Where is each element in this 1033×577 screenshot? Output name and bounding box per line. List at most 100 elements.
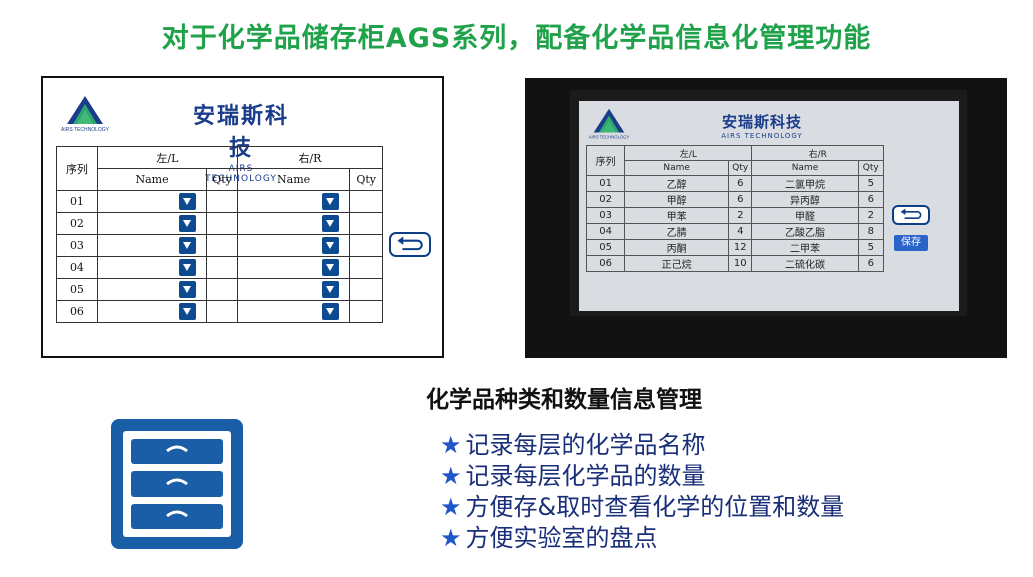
save-button[interactable]: 保存	[894, 235, 928, 251]
right-name-select[interactable]	[236, 256, 351, 279]
left-qty-input[interactable]	[206, 190, 238, 213]
header-right-qty: Qty	[857, 160, 884, 176]
left-qty-input[interactable]	[206, 300, 238, 323]
right-qty-input[interactable]	[349, 234, 383, 257]
header-right: 右/R	[751, 145, 884, 161]
right-name-cell[interactable]: 二氯甲烷	[751, 175, 859, 192]
left-qty-cell[interactable]: 12	[728, 239, 753, 256]
return-arrow-icon[interactable]	[892, 205, 930, 225]
right-qty-cell[interactable]: 8	[857, 223, 884, 240]
right-name-cell[interactable]: 乙酸乙脂	[751, 223, 859, 240]
bullet-item: ★记录每层的化学品名称	[440, 430, 844, 461]
left-name-select[interactable]	[96, 256, 208, 279]
right-name-select[interactable]	[236, 300, 351, 323]
right-qty-cell[interactable]: 5	[857, 175, 884, 192]
right-qty-input[interactable]	[349, 256, 383, 279]
header-seq: 序列	[585, 145, 626, 176]
right-qty-cell[interactable]: 5	[857, 239, 884, 256]
right-qty-input[interactable]	[349, 190, 383, 213]
left-name-cell[interactable]: 甲醇	[624, 191, 730, 208]
table-row: 03	[56, 234, 383, 257]
dropdown-arrow-icon[interactable]	[322, 193, 340, 210]
return-arrow-icon[interactable]	[389, 232, 431, 257]
right-qty-cell[interactable]: 6	[857, 255, 884, 272]
left-qty-input[interactable]	[206, 234, 238, 257]
dropdown-arrow-icon[interactable]	[179, 303, 197, 320]
left-name-cell[interactable]: 乙醇	[624, 175, 730, 192]
left-qty-cell[interactable]: 6	[728, 175, 753, 192]
dropdown-arrow-icon[interactable]	[322, 259, 340, 276]
header-right-name: Name	[751, 160, 859, 176]
right-qty-input[interactable]	[349, 300, 383, 323]
right-name-select[interactable]	[236, 234, 351, 257]
left-qty-input[interactable]	[206, 256, 238, 279]
dropdown-arrow-icon[interactable]	[179, 259, 197, 276]
dropdown-arrow-icon[interactable]	[322, 237, 340, 254]
row-seq: 01	[56, 190, 98, 213]
left-qty-input[interactable]	[206, 212, 238, 235]
header-left-qty: Qty	[206, 168, 238, 191]
row-seq: 04	[56, 256, 98, 279]
row-seq: 01	[585, 175, 626, 192]
left-qty-cell[interactable]: 2	[728, 207, 753, 224]
header-right: 右/R	[236, 146, 384, 169]
right-qty-input[interactable]	[349, 278, 383, 301]
right-qty-cell[interactable]: 6	[857, 191, 884, 208]
left-name-select[interactable]	[96, 234, 208, 257]
dropdown-arrow-icon[interactable]	[179, 281, 197, 298]
bullet-text: 方便存&取时查看化学的位置和数量	[465, 493, 845, 521]
brand-block: 安瑞斯科技 AIRS TECHNOLOGY	[712, 111, 812, 140]
left-name-select[interactable]	[96, 300, 208, 323]
section-subhead: 化学品种类和数量信息管理	[426, 387, 702, 413]
svg-text:AIRS TECHNOLOGY: AIRS TECHNOLOGY	[589, 134, 630, 139]
dropdown-arrow-icon[interactable]	[322, 303, 340, 320]
left-name-cell[interactable]: 乙腈	[624, 223, 730, 240]
bullet-item: ★方便实验室的盘点	[440, 523, 844, 554]
left-name-cell[interactable]: 正己烷	[624, 255, 730, 272]
left-name-select[interactable]	[96, 190, 208, 213]
left-name-cell[interactable]: 丙酮	[624, 239, 730, 256]
right-name-cell[interactable]: 甲醛	[751, 207, 859, 224]
right-name-select[interactable]	[236, 278, 351, 301]
dropdown-arrow-icon[interactable]	[179, 237, 197, 254]
right-name-select[interactable]	[236, 212, 351, 235]
file-cabinet-icon	[111, 419, 243, 549]
row-seq: 03	[585, 207, 626, 224]
right-name-select[interactable]	[236, 190, 351, 213]
row-seq: 05	[56, 278, 98, 301]
left-qty-input[interactable]	[206, 278, 238, 301]
bullet-text: 记录每层化学品的数量	[465, 462, 706, 490]
airs-logo-icon: AIRS TECHNOLOGY	[589, 108, 630, 139]
right-name-cell[interactable]: 异丙醇	[751, 191, 859, 208]
right-name-cell[interactable]: 二甲苯	[751, 239, 859, 256]
dropdown-arrow-icon[interactable]	[322, 281, 340, 298]
table-row: 01	[56, 190, 383, 213]
dropdown-arrow-icon[interactable]	[179, 193, 197, 210]
dropdown-arrow-icon[interactable]	[322, 215, 340, 232]
star-icon: ★	[440, 493, 462, 521]
right-qty-input[interactable]	[349, 212, 383, 235]
headline: 对于化学品储存柜AGS系列，配备化学品信息化管理功能	[161, 23, 872, 54]
left-name-cell[interactable]: 甲苯	[624, 207, 730, 224]
right-qty-cell[interactable]: 2	[857, 207, 884, 224]
left-name-select[interactable]	[96, 278, 208, 301]
table-row: 05	[56, 278, 383, 301]
row-seq: 02	[56, 212, 98, 235]
star-icon: ★	[440, 431, 462, 459]
header-left-qty: Qty	[728, 160, 753, 176]
right-name-cell[interactable]: 二硫化碳	[751, 255, 859, 272]
device-lcd-screen: AIRS TECHNOLOGY 安瑞斯科技 AIRS TECHNOLOGY 序列…	[579, 101, 959, 311]
left-qty-cell[interactable]: 4	[728, 223, 753, 240]
dropdown-arrow-icon[interactable]	[179, 215, 197, 232]
brand-name-cn: 安瑞斯科技	[721, 113, 802, 131]
row-seq: 02	[585, 191, 626, 208]
left-name-select[interactable]	[96, 212, 208, 235]
header-seq: 序列	[56, 146, 98, 191]
left-qty-cell[interactable]: 6	[728, 191, 753, 208]
left-qty-cell[interactable]: 10	[728, 255, 753, 272]
